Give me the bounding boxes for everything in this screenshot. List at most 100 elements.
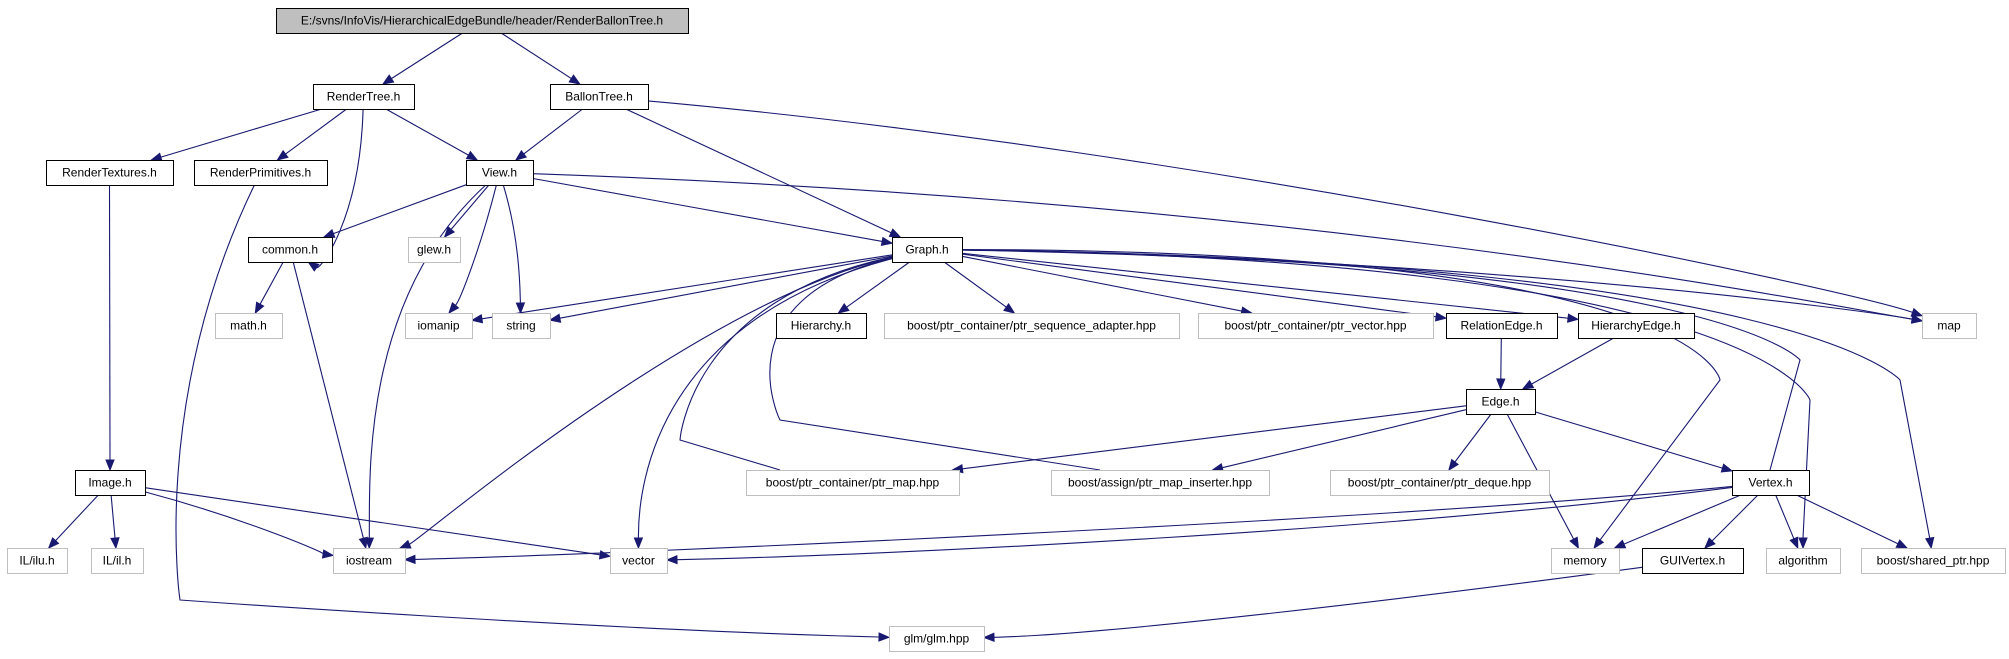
node-vertex[interactable]: Vertex.h xyxy=(1732,470,1810,496)
node-box-guivertex xyxy=(1642,548,1744,574)
node-root[interactable]: E:/svns/InfoVis/HierarchicalEdgeBundle/h… xyxy=(276,8,689,34)
node-il: IL/il.h xyxy=(91,548,144,574)
node-box-memory xyxy=(1551,548,1620,574)
edge-view-to-graph xyxy=(532,177,883,242)
node-ptrvec: boost/ptr_container/ptr_vector.hpp xyxy=(1198,313,1434,339)
node-box-algorithm xyxy=(1766,548,1841,574)
arrowhead-graph-to-hierarchyedge xyxy=(1567,313,1580,323)
node-label-rendertextures: RenderTextures.h xyxy=(62,166,157,180)
edge-view-to-iostream xyxy=(368,184,487,539)
node-relationedge[interactable]: RelationEdge.h xyxy=(1446,313,1558,339)
node-label-il: IL/il.h xyxy=(103,554,132,568)
node-box-ptrmap xyxy=(746,470,960,496)
node-label-hierarchyedge: HierarchyEdge.h xyxy=(1591,319,1680,333)
node-box-image xyxy=(75,470,146,496)
node-box-hierarchy xyxy=(776,313,867,339)
arrowhead-image-to-vector xyxy=(598,550,612,560)
node-hierarchy[interactable]: Hierarchy.h xyxy=(776,313,867,339)
edge-graph-to-algorithm xyxy=(961,249,1811,539)
node-iomanip: iomanip xyxy=(405,313,473,339)
node-label-rendertree: RenderTree.h xyxy=(327,90,401,104)
node-sharedptr: boost/shared_ptr.hpp xyxy=(1861,548,2006,574)
arrowhead-edge-to-ptrdeque xyxy=(1448,458,1459,472)
arrowhead-ballontree-to-map xyxy=(1910,307,1924,317)
node-label-algorithm: algorithm xyxy=(1778,554,1827,568)
node-algorithm: algorithm xyxy=(1766,548,1841,574)
edge-guivertex-to-glm xyxy=(993,566,1643,638)
node-label-ballontree: BallonTree.h xyxy=(565,90,633,104)
node-label-sharedptr: boost/shared_ptr.hpp xyxy=(1877,554,1990,568)
arrowhead-graph-to-hierarchy xyxy=(837,303,850,314)
edge-graph-to-ptrmapins xyxy=(769,257,1101,471)
node-label-ptrseq: boost/ptr_container/ptr_sequence_adapter… xyxy=(907,319,1156,333)
node-common[interactable]: common.h xyxy=(248,237,333,263)
edge-vertex-to-vector xyxy=(676,486,1733,561)
node-iostream: iostream xyxy=(333,548,406,574)
node-ballontree[interactable]: BallonTree.h xyxy=(550,84,649,110)
arrowhead-rendertree-to-common xyxy=(307,261,320,272)
node-box-math xyxy=(215,313,283,339)
edge-vertex-to-memory xyxy=(1623,494,1742,545)
node-ptrdeque: boost/ptr_container/ptr_deque.hpp xyxy=(1330,470,1550,496)
node-graph[interactable]: Graph.h xyxy=(892,237,963,263)
node-label-string: string xyxy=(506,319,535,333)
edge-graph-to-ptrseq xyxy=(943,261,1007,308)
node-guivertex[interactable]: GUIVertex.h xyxy=(1642,548,1744,574)
arrowhead-rendertree-to-view xyxy=(465,150,479,161)
node-label-edge: Edge.h xyxy=(1481,395,1519,409)
edge-rendertree-to-rendertextures xyxy=(160,108,322,158)
node-label-iomanip: iomanip xyxy=(417,319,459,333)
edge-common-to-iostream xyxy=(292,261,364,539)
node-box-glm xyxy=(889,626,985,652)
edge-graph-to-iomanip xyxy=(481,254,893,320)
edge-view-to-iomanip xyxy=(455,184,497,306)
node-edge[interactable]: Edge.h xyxy=(1466,389,1536,415)
edge-image-to-il xyxy=(110,494,116,539)
edge-graph-to-ptrvec xyxy=(961,255,1242,312)
node-label-view: View.h xyxy=(482,166,517,180)
node-label-root: E:/svns/InfoVis/HierarchicalEdgeBundle/h… xyxy=(301,14,663,28)
edges-layer xyxy=(47,32,1935,643)
edge-root-to-rendertree xyxy=(391,32,463,80)
arrowhead-edge-to-vertex xyxy=(1720,463,1734,473)
node-ptrmapins: boost/assign/ptr_map_inserter.hpp xyxy=(1051,470,1270,496)
node-box-root xyxy=(276,8,689,34)
arrowhead-relationedge-to-edge xyxy=(1496,378,1506,391)
arrowhead-rendertextures-to-image xyxy=(105,459,115,472)
edge-ballontree-to-map xyxy=(647,100,1913,313)
edge-view-to-glew xyxy=(450,184,490,230)
arrowhead-root-to-ballontree xyxy=(568,74,581,85)
arrowhead-graph-to-vector xyxy=(633,537,644,550)
edge-hierarchyedge-to-edge xyxy=(1531,337,1614,385)
node-hierarchyedge[interactable]: HierarchyEdge.h xyxy=(1578,313,1695,339)
arrowhead-edge-to-memory xyxy=(1569,536,1580,550)
node-view[interactable]: View.h xyxy=(466,160,534,186)
edge-graph-to-hierarchy xyxy=(846,261,910,308)
node-label-vector: vector xyxy=(622,554,655,568)
edge-image-to-ilu xyxy=(55,494,99,542)
arrowhead-image-to-ilu xyxy=(47,537,60,549)
nodes-layer: E:/svns/InfoVis/HierarchicalEdgeBundle/h… xyxy=(7,8,2006,652)
node-label-relationedge: RelationEdge.h xyxy=(1460,319,1542,333)
edge-graph-to-relationedge xyxy=(961,253,1437,318)
edge-edge-to-ptrmap xyxy=(962,405,1467,470)
edge-image-to-vector xyxy=(144,487,601,556)
arrowhead-common-to-iostream xyxy=(358,536,368,550)
arrowhead-hierarchyedge-to-edge xyxy=(1521,379,1535,390)
node-rendertextures[interactable]: RenderTextures.h xyxy=(46,160,174,186)
node-label-renderprimitives: RenderPrimitives.h xyxy=(210,166,311,180)
edge-graph-to-memory xyxy=(961,248,1721,541)
arrowhead-vertex-to-algorithm xyxy=(1789,536,1799,550)
node-label-guivertex: GUIVertex.h xyxy=(1660,554,1725,568)
node-image[interactable]: Image.h xyxy=(75,470,146,496)
node-box-ballontree xyxy=(550,84,649,110)
arrowhead-graph-to-memory xyxy=(1593,536,1605,550)
arrowhead-vertex-to-iostream xyxy=(403,554,416,565)
node-renderprimitives[interactable]: RenderPrimitives.h xyxy=(194,160,328,186)
node-label-vertex: Vertex.h xyxy=(1748,476,1792,490)
node-box-string xyxy=(492,313,551,339)
node-label-ptrvec: boost/ptr_container/ptr_vector.hpp xyxy=(1224,319,1406,333)
edge-ballontree-to-view xyxy=(523,108,583,155)
node-rendertree[interactable]: RenderTree.h xyxy=(313,84,415,110)
arrowhead-graph-to-string xyxy=(548,313,562,323)
